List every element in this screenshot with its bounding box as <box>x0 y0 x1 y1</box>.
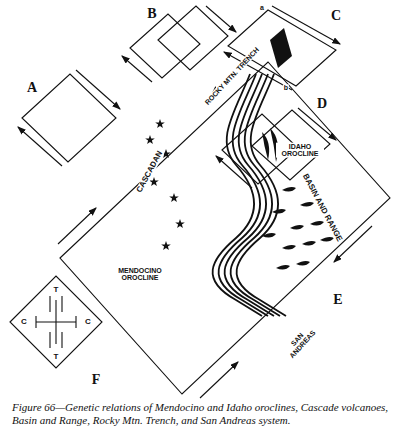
fault-block <box>282 187 296 192</box>
corner-mark: a <box>259 4 265 11</box>
stress-mark: C <box>84 318 92 326</box>
panel-letter: D <box>316 97 328 112</box>
panel-letter: A <box>26 81 38 96</box>
fault-block <box>276 265 290 270</box>
orocline-strands <box>213 74 286 316</box>
fault-block <box>302 241 316 246</box>
feature-label: IDAHO OROCLINE <box>276 143 324 158</box>
volcano <box>175 219 185 228</box>
volcano <box>155 119 165 128</box>
panel-letter: B <box>146 7 157 22</box>
stress-mark: C <box>20 318 28 326</box>
fault-block <box>320 237 334 242</box>
stress-mark: T <box>53 286 60 294</box>
corner-mark: b <box>283 84 289 91</box>
volcano-stars <box>145 119 185 250</box>
fault-block <box>272 209 286 214</box>
feature-label: CASCADAN <box>135 149 165 195</box>
stress-mark: T <box>53 353 60 361</box>
figure-caption: Figure 66—Genetic relations of Mendocino… <box>12 401 392 426</box>
fault-block <box>300 202 314 207</box>
fault-block <box>296 261 310 266</box>
volcano <box>169 193 179 202</box>
fault-block <box>282 245 296 250</box>
panel-letter: F <box>91 373 102 388</box>
feature-label: SAN ANDREAS <box>277 318 323 366</box>
panel-letter: E <box>332 293 343 308</box>
fault-block <box>262 233 276 238</box>
panel-letter: C <box>330 9 342 24</box>
feature-label: MENDOCINO OROCLINE <box>108 267 172 282</box>
volcano <box>161 241 171 250</box>
volcano <box>145 135 155 144</box>
fault-block <box>310 221 324 226</box>
fault-block <box>290 225 304 230</box>
strand <box>237 74 286 316</box>
basin-range-blocks <box>262 187 334 270</box>
feature-label: BASIN AND RANGE <box>300 172 344 244</box>
